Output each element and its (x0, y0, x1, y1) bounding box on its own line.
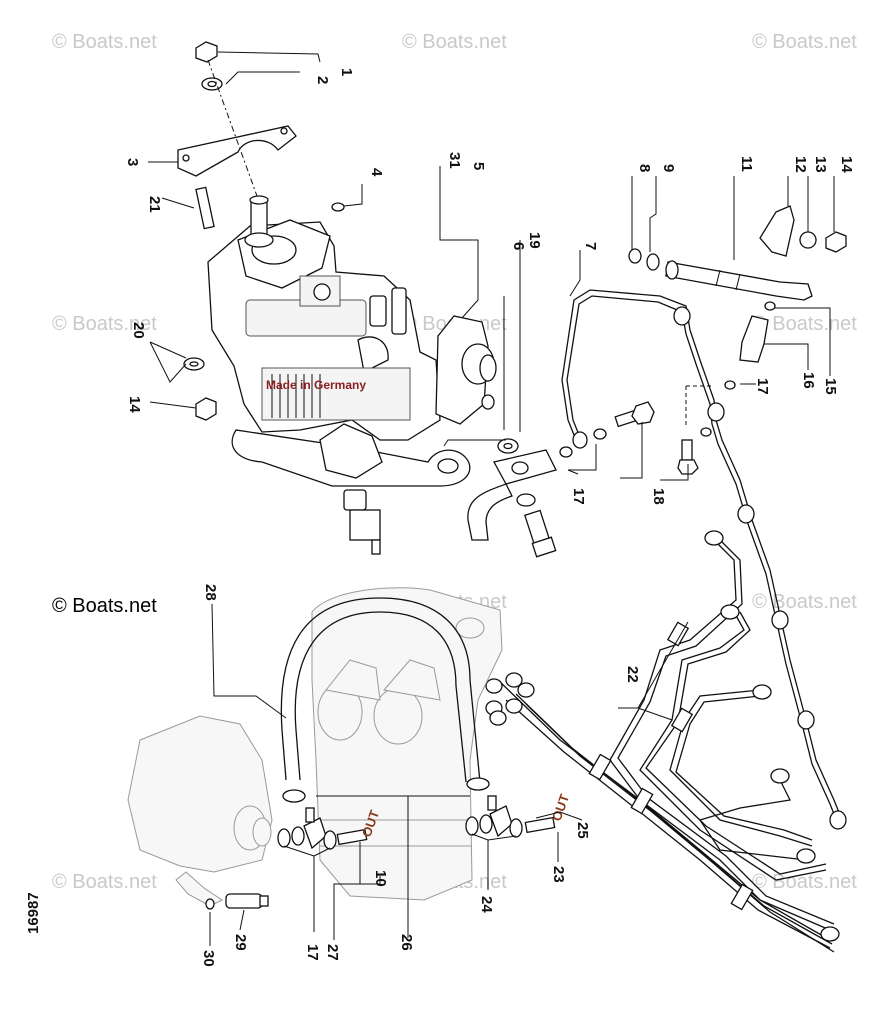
callout-23: 23 (550, 866, 567, 883)
callout-24: 24 (478, 896, 495, 913)
manufacturer-stamp: Made in Germany (266, 378, 366, 392)
leader-lines (148, 51, 835, 946)
return-banjo-fitting (467, 438, 557, 558)
injector-clamp (759, 205, 795, 257)
callout-31: 31 (446, 152, 463, 169)
line-clamp (730, 883, 754, 911)
pump-bracket-plate (177, 125, 297, 177)
hollow-bolts (614, 401, 699, 475)
pump-fins (271, 374, 321, 418)
callout-17: 17 (754, 378, 771, 395)
engine-block-background (127, 587, 503, 907)
callout-10: 10 (372, 870, 389, 887)
callout-14: 14 (838, 156, 855, 173)
callout-19: 19 (526, 232, 543, 249)
injector-washer (628, 248, 642, 264)
callout-28: 28 (202, 584, 219, 601)
callout-4: 4 (368, 168, 385, 177)
leak-off-line (559, 289, 847, 830)
watermark-text: © Boats.net (52, 313, 157, 335)
injection-lines-bundle (485, 530, 840, 953)
callout-14-lower: 14 (126, 396, 143, 413)
hose-fittings: OUT OUT (205, 792, 573, 910)
injector-nut (825, 231, 847, 253)
callout-5: 5 (470, 162, 487, 170)
hollow-bolt (524, 816, 556, 834)
watermark-text: © Boats.net (752, 871, 857, 893)
pump-stud (195, 186, 215, 230)
callout-2: 2 (314, 76, 331, 84)
callout-13: 13 (812, 156, 829, 173)
pump-nut (195, 41, 218, 63)
watermark-text: © Boats.net (752, 31, 857, 53)
callout-7: 7 (582, 242, 599, 250)
line-clamp (630, 787, 654, 815)
flow-direction-label: OUT (549, 792, 573, 823)
callout-3: 3 (124, 158, 141, 166)
callout-22: 22 (624, 666, 641, 683)
pump-pin (331, 202, 345, 212)
watermark-text: © Boats.net (402, 31, 507, 53)
watermark-text: © Boats.net (752, 591, 857, 613)
callout-9: 9 (660, 164, 677, 172)
callout-8: 8 (636, 164, 653, 172)
copyright-notice: © Boats.net (52, 595, 157, 617)
callout-6: 6 (510, 242, 527, 250)
callout-26: 26 (398, 934, 415, 951)
line-clamp (588, 753, 612, 781)
callout-17-lower: 17 (304, 944, 321, 961)
callout-15: 15 (822, 378, 839, 395)
hollow-bolt (336, 828, 368, 846)
injector-nozzle (739, 315, 769, 363)
callout-29: 29 (232, 934, 249, 951)
injector-body (665, 261, 813, 301)
callout-18: 18 (650, 488, 667, 505)
watermark-text: © Boats.net (52, 31, 157, 53)
injector-assembly (628, 205, 847, 363)
callout-labels: 1 2 3 4 5 31 6 19 7 8 9 11 12 13 14 21 2… (124, 68, 855, 967)
line-clamp (670, 707, 694, 733)
callout-11: 11 (738, 156, 755, 172)
watermark-text: © Boats.net (752, 313, 857, 335)
shutoff-solenoid (319, 423, 383, 479)
callout-25: 25 (574, 822, 591, 839)
callout-27: 27 (324, 944, 341, 961)
callout-16: 16 (800, 372, 817, 389)
diagram-id: 16987 (25, 892, 42, 934)
nut (195, 397, 217, 421)
watermark-text: © Boats.net (52, 871, 157, 893)
callout-1: 1 (338, 68, 355, 76)
callout-30: 30 (200, 950, 217, 967)
injection-pump-assembly: Made in Germany (177, 41, 497, 555)
fuel-hose (280, 597, 490, 803)
callout-20: 20 (130, 322, 147, 339)
sensor (225, 893, 263, 909)
callout-21: 21 (146, 196, 163, 213)
line-clamp (666, 621, 690, 647)
callout-12: 12 (792, 156, 809, 173)
callout-17-banjo: 17 (570, 488, 587, 505)
